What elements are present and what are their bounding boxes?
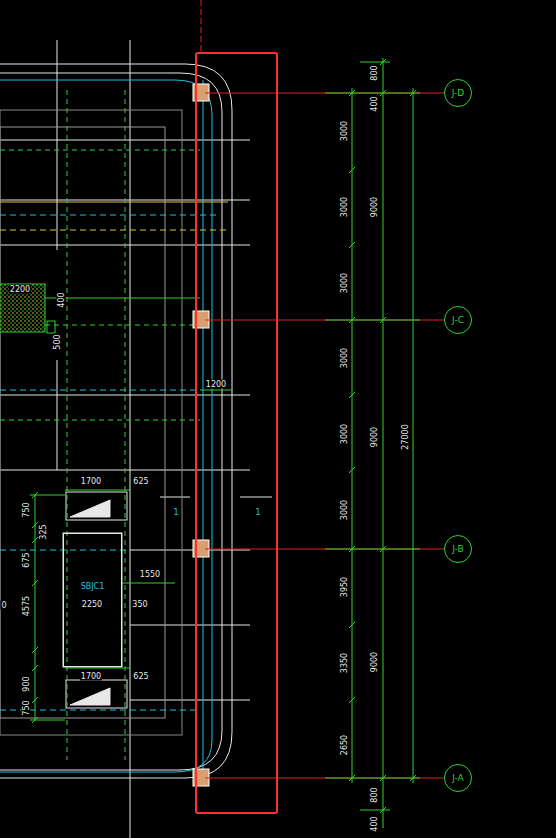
dimension-tick xyxy=(32,580,38,586)
dimension-text: 0 xyxy=(0,601,7,610)
dimension-tick xyxy=(349,90,355,96)
dimension-tick xyxy=(380,546,386,552)
dimension-text: 2250 xyxy=(81,600,103,609)
node-text: J-B xyxy=(452,544,463,554)
dimension-text: 400 xyxy=(57,291,66,308)
dimension-tick xyxy=(32,647,38,653)
dimension-tick xyxy=(349,622,355,628)
dimension-text: 350 xyxy=(131,600,148,609)
dimension-text: 3000 xyxy=(340,196,349,218)
dimension-tick xyxy=(349,467,355,473)
dimension-tick xyxy=(380,317,386,323)
dimension-text: 3000 xyxy=(340,347,349,369)
dimension-text: 900 xyxy=(22,675,31,692)
dimension-tick xyxy=(380,775,386,781)
dimension-tick xyxy=(32,522,38,528)
dimension-text: 4575 xyxy=(22,595,31,617)
dimension-text: 1700 xyxy=(80,672,102,681)
node-text: J-A xyxy=(452,773,464,783)
dimension-text: 2650 xyxy=(340,734,349,756)
dimension-text: 500 xyxy=(53,333,62,350)
dimension-text: 3350 xyxy=(340,652,349,674)
dimension-tick xyxy=(349,242,355,248)
node-text: J-D xyxy=(452,88,465,98)
dimension-text: 675 xyxy=(22,551,31,568)
dimension-text: 1200 xyxy=(205,380,227,389)
dimension-tick xyxy=(380,59,386,65)
dimension-text: 400 xyxy=(370,95,379,112)
axis-bubble: J-A xyxy=(444,764,472,792)
axis-bubble: J-C xyxy=(444,306,472,334)
dimension-text: 800 xyxy=(370,786,379,803)
dimension-text: 1700 xyxy=(80,477,102,486)
dimension-text: 625 xyxy=(132,672,149,681)
dimension-text: 800 xyxy=(370,64,379,81)
dimension-text: 3000 xyxy=(340,272,349,294)
dimension-tick xyxy=(410,90,416,96)
dimension-text: 1550 xyxy=(139,570,161,579)
dimension-tick xyxy=(32,492,38,498)
dimension-tick xyxy=(349,167,355,173)
dimension-tick xyxy=(410,775,416,781)
section-mark: 1 xyxy=(254,508,261,517)
dimension-tick xyxy=(349,317,355,323)
dimension-text: 2200 xyxy=(9,285,31,294)
node-text: SBJC1 xyxy=(64,582,121,591)
axis-bubble: J-B xyxy=(444,535,472,563)
dimension-text: 3950 xyxy=(340,576,349,598)
dimension-text: 750 xyxy=(22,699,31,716)
dimension-text: 3000 xyxy=(340,120,349,142)
dimension-tick xyxy=(349,392,355,398)
dimension-tick xyxy=(32,665,38,671)
dimension-tick xyxy=(349,775,355,781)
dimension-tick xyxy=(349,546,355,552)
dimension-text: 625 xyxy=(132,477,149,486)
dimension-text: 3000 xyxy=(340,499,349,521)
dimension-tick xyxy=(380,90,386,96)
dimension-text: 3000 xyxy=(340,423,349,445)
dimension-tick xyxy=(349,697,355,703)
dimension-text: 27000 xyxy=(401,423,410,450)
dimension-text: 9000 xyxy=(370,426,379,448)
node-text: J-C xyxy=(452,315,464,325)
dimension-text: 9000 xyxy=(370,651,379,673)
dimension-tick xyxy=(380,807,386,813)
section-mark: 1 xyxy=(172,508,179,517)
dimension-tick xyxy=(32,697,38,703)
dimension-text: 325 xyxy=(39,523,48,540)
dimension-tick xyxy=(32,717,38,723)
dimension-tick xyxy=(32,537,38,543)
axis-bubble: J-D xyxy=(444,79,472,107)
dimension-text: 750 xyxy=(22,501,31,518)
dimension-text: 9000 xyxy=(370,196,379,218)
dimension-text: 400 xyxy=(370,815,379,832)
